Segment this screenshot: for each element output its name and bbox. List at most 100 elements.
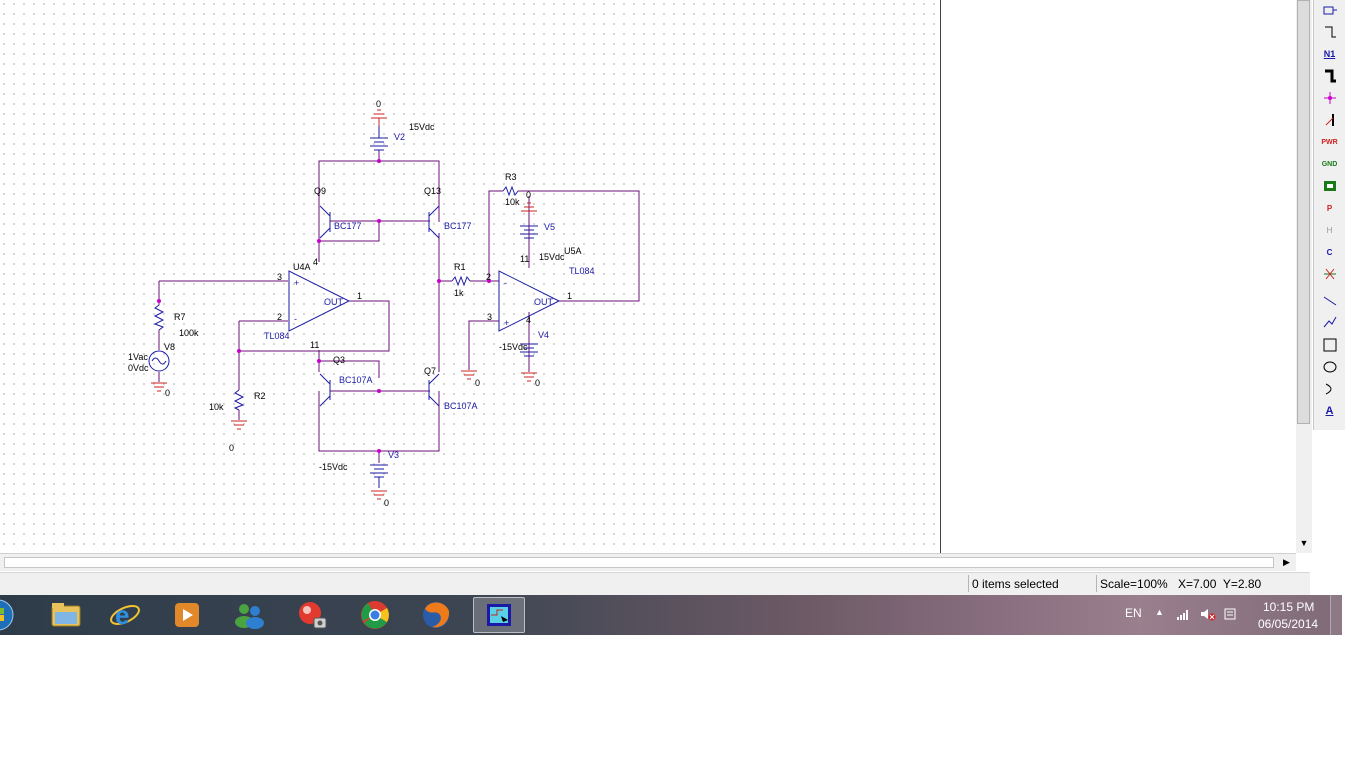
v8-gnd-label: 0 xyxy=(165,388,170,398)
v8-dc-label: 0Vdc xyxy=(128,363,149,373)
vertical-scroll-thumb[interactable] xyxy=(1297,0,1310,424)
media-player-icon[interactable] xyxy=(161,597,213,633)
r7-value-label: 100k xyxy=(179,328,199,338)
r3-value-label: 10k xyxy=(505,197,520,207)
q13-part-label: BC177 xyxy=(444,221,472,231)
opamp-u5a[interactable] xyxy=(498,270,561,332)
ellipse-icon[interactable] xyxy=(1320,358,1339,376)
wire-icon[interactable] xyxy=(1320,23,1339,41)
power-icon[interactable]: PWR xyxy=(1320,133,1339,151)
status-separator xyxy=(1096,575,1097,592)
u5a-name-label: U5A xyxy=(564,246,582,256)
v3-name-label: V3 xyxy=(388,450,399,460)
coordinates-status: X=7.00 Y=2.80 xyxy=(1178,577,1262,591)
transistors[interactable] xyxy=(319,205,440,407)
u4a-pin-minus: 2 xyxy=(277,312,282,322)
junction-icon[interactable] xyxy=(1320,89,1339,107)
file-explorer-icon[interactable] xyxy=(40,597,92,633)
no-connect-icon[interactable] xyxy=(1320,265,1339,283)
start-orb-icon[interactable] xyxy=(0,597,26,633)
u5a-out-label: OUT xyxy=(534,297,554,307)
bus-entry-icon[interactable] xyxy=(1320,111,1339,129)
port-label: P xyxy=(1326,203,1333,213)
text-icon[interactable]: A xyxy=(1320,402,1339,420)
snipping-tool-icon[interactable] xyxy=(286,597,338,633)
opamp-u4a[interactable] xyxy=(288,270,351,332)
horizontal-scroll-track[interactable] xyxy=(4,557,1274,568)
u5a-pin-vn: 11 xyxy=(520,254,529,264)
arc-icon[interactable] xyxy=(1320,380,1339,398)
schematic-canvas[interactable]: 0 15Vdc V2 Q9 Q13 BC177 BC177 U4A 3 2 1 … xyxy=(0,0,939,553)
ground-icon[interactable]: GND xyxy=(1320,155,1339,173)
hierarchical-block-icon[interactable] xyxy=(1320,177,1339,195)
u4a-pin-vn: 11 xyxy=(310,340,319,350)
v5-name-label: V5 xyxy=(544,222,555,232)
q9-name-label: Q9 xyxy=(314,186,326,196)
empty-pane xyxy=(940,0,1297,553)
v2-value-label: 15Vdc xyxy=(409,122,435,132)
polyline-icon[interactable] xyxy=(1320,313,1339,331)
selection-status: 0 items selected xyxy=(972,577,1059,591)
v3-gnd-label: 0 xyxy=(384,498,389,508)
u4a-out-label: OUT xyxy=(324,297,344,307)
chrome-icon[interactable] xyxy=(349,597,401,633)
internet-explorer-icon[interactable]: e xyxy=(99,597,151,633)
port-icon[interactable]: P xyxy=(1320,199,1339,217)
offpage-label: C xyxy=(1326,247,1333,257)
batteries[interactable] xyxy=(370,126,538,488)
horizontal-scrollbar[interactable]: ▶ xyxy=(0,553,1296,571)
q13-name-label: Q13 xyxy=(424,186,441,196)
show-desktop-button[interactable] xyxy=(1330,595,1343,635)
scroll-down-arrow-icon[interactable]: ▼ xyxy=(1299,538,1309,548)
u5a-minus-label: - xyxy=(504,278,507,288)
scroll-right-arrow-icon[interactable]: ▶ xyxy=(1283,557,1290,567)
v4-value-label: -15Vdc xyxy=(499,342,528,352)
part-icon[interactable] xyxy=(1320,1,1339,19)
v5-value-label: 15Vdc xyxy=(539,252,565,262)
u5a-pin-plus: 3 xyxy=(487,312,492,322)
text-label: A xyxy=(1325,405,1334,417)
rectangle-icon[interactable] xyxy=(1320,336,1339,354)
messenger-icon[interactable] xyxy=(223,597,275,633)
u5a-part-label: TL084 xyxy=(569,266,595,276)
u4a-pin-out: 1 xyxy=(357,291,362,301)
v2-name-label: V2 xyxy=(394,132,405,142)
u4a-pin-v: 4 xyxy=(313,257,318,267)
status-separator xyxy=(968,575,969,592)
pin-icon[interactable]: H xyxy=(1320,221,1339,239)
action-center-icon[interactable] xyxy=(1223,607,1237,624)
ac-source-v8[interactable] xyxy=(148,350,170,372)
firefox-icon[interactable] xyxy=(410,597,462,633)
language-indicator[interactable]: EN xyxy=(1125,606,1142,620)
u5a-pin-v: 4 xyxy=(526,315,531,325)
q9-part-label: BC177 xyxy=(334,221,362,231)
line-icon[interactable] xyxy=(1320,292,1339,310)
u5a-pin-out: 1 xyxy=(567,291,572,301)
r7-name-label: R7 xyxy=(174,312,186,322)
orcad-capture-icon[interactable] xyxy=(473,597,525,633)
net-alias-label: N1 xyxy=(1323,49,1336,59)
u4a-minus-label: - xyxy=(294,314,297,324)
u5a-plus-label: + xyxy=(504,318,509,328)
volume-muted-icon[interactable] xyxy=(1200,607,1216,624)
u4a-part-label: TL084 xyxy=(264,331,290,341)
u5a-pin-minus: 2 xyxy=(486,272,491,282)
net-alias-icon[interactable]: N1 xyxy=(1320,45,1339,63)
resistors[interactable] xyxy=(153,185,519,411)
schematic-drawing[interactable]: 0 15Vdc V2 Q9 Q13 BC177 BC177 U4A 3 2 1 … xyxy=(0,0,939,553)
clock-date[interactable]: 06/05/2014 xyxy=(1258,617,1319,631)
scale-status: Scale=100% xyxy=(1100,577,1168,591)
off-page-connector-icon[interactable]: C xyxy=(1320,243,1339,261)
show-hidden-icons-icon[interactable]: ▲ xyxy=(1155,607,1164,617)
q7-part-label: BC107A xyxy=(444,401,478,411)
v4-name-label: V4 xyxy=(538,330,549,340)
network-icon[interactable] xyxy=(1176,607,1190,624)
clock-time[interactable]: 10:15 PM xyxy=(1263,600,1315,614)
v2-gnd-label: 0 xyxy=(376,99,381,109)
ground-symbols xyxy=(151,109,537,500)
r3-name-label: R3 xyxy=(505,172,517,182)
q3-name-label: Q3 xyxy=(333,355,345,365)
r1-name-label: R1 xyxy=(454,262,466,272)
bus-icon[interactable] xyxy=(1320,67,1339,85)
vertical-scrollbar[interactable]: ▼ xyxy=(1296,0,1312,553)
